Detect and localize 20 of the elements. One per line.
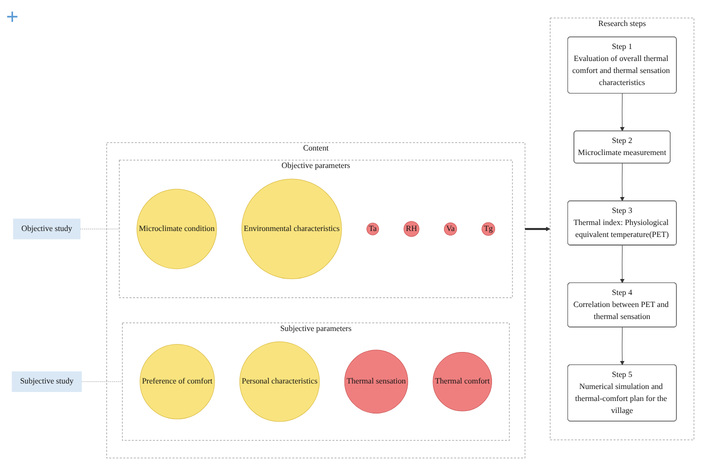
arrow xyxy=(620,327,624,366)
arrow xyxy=(620,163,624,202)
arrow xyxy=(524,226,550,232)
node-circle: Va xyxy=(443,222,456,236)
node-circle: Ta xyxy=(366,222,378,236)
node-circle: Tg xyxy=(481,222,495,236)
node-box: Objective study xyxy=(12,218,80,240)
connector xyxy=(79,228,119,230)
node-circle: RH xyxy=(403,221,419,237)
arrow xyxy=(620,245,624,284)
plus-sign: + xyxy=(6,4,19,29)
node-circle: Preference of comfort xyxy=(139,344,214,420)
node-circle: Thermal comfort xyxy=(432,352,492,412)
connector xyxy=(80,381,122,382)
arrow xyxy=(620,93,624,132)
node-circle: Personal characteristics xyxy=(238,342,320,422)
node-box: Subjective study xyxy=(11,371,82,392)
node-circle: Environmental characteristics xyxy=(241,178,342,280)
node-circle: Microclimate condition xyxy=(136,188,216,270)
node-circle: Thermal sensation xyxy=(344,350,408,414)
